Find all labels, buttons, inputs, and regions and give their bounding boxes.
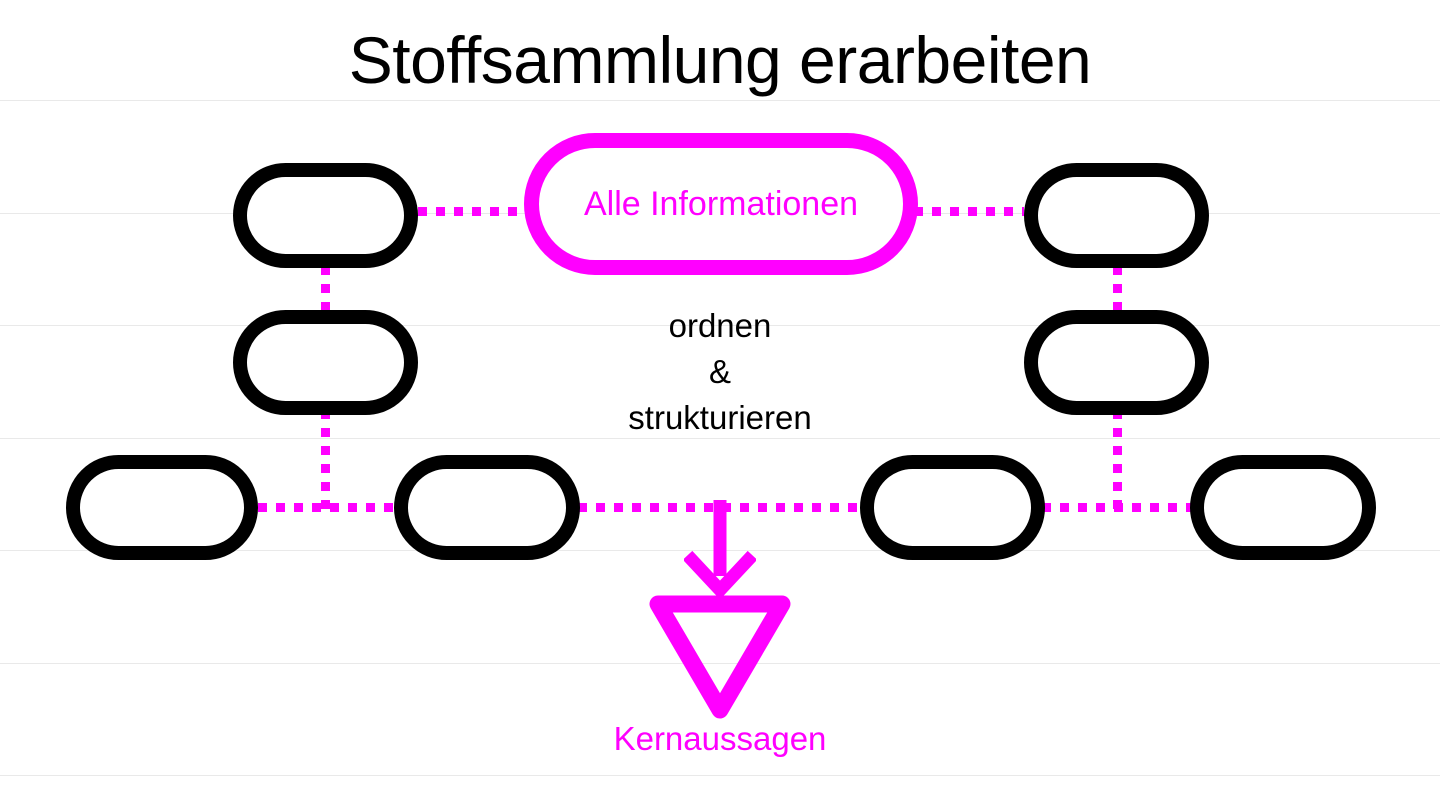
node-bottom-1[interactable] — [66, 455, 258, 560]
node-bottom-3[interactable] — [860, 455, 1045, 560]
gridline — [0, 663, 1440, 664]
center-caption-line-1: ordnen — [668, 307, 772, 344]
gridline — [0, 438, 1440, 439]
center-caption-line-2: & — [708, 353, 731, 390]
connector-topleft-to-headline — [418, 207, 528, 216]
connector-midleft-to-bottomrow — [321, 410, 330, 515]
connector-topright-to-midright — [1113, 266, 1122, 316]
gridline — [0, 325, 1440, 326]
node-alle-informationen-label: Alle Informationen — [583, 185, 859, 223]
arrow-down-icon — [682, 500, 758, 600]
connector-bottom-row-right — [1042, 503, 1192, 512]
page-title: Stoffsammlung erarbeiten — [348, 23, 1092, 97]
node-top-left[interactable] — [233, 163, 418, 268]
node-mid-right[interactable] — [1024, 310, 1209, 415]
outcome-label: Kernaussagen — [613, 720, 827, 757]
center-caption-line-3: strukturieren — [628, 399, 812, 436]
node-mid-left[interactable] — [233, 310, 418, 415]
node-bottom-4[interactable] — [1190, 455, 1376, 560]
node-top-right[interactable] — [1024, 163, 1209, 268]
connector-midright-to-bottomrow — [1113, 410, 1122, 515]
node-bottom-2[interactable] — [394, 455, 580, 560]
node-alle-informationen[interactable]: Alle Informationen — [524, 133, 918, 275]
center-caption: ordnen & strukturieren — [520, 303, 920, 441]
connector-headline-to-topright — [914, 207, 1024, 216]
gridline — [0, 775, 1440, 776]
triangle-down-icon — [648, 594, 792, 720]
gridline — [0, 100, 1440, 101]
connector-topleft-to-midleft — [321, 266, 330, 316]
connector-bottom-row-left — [258, 503, 398, 512]
